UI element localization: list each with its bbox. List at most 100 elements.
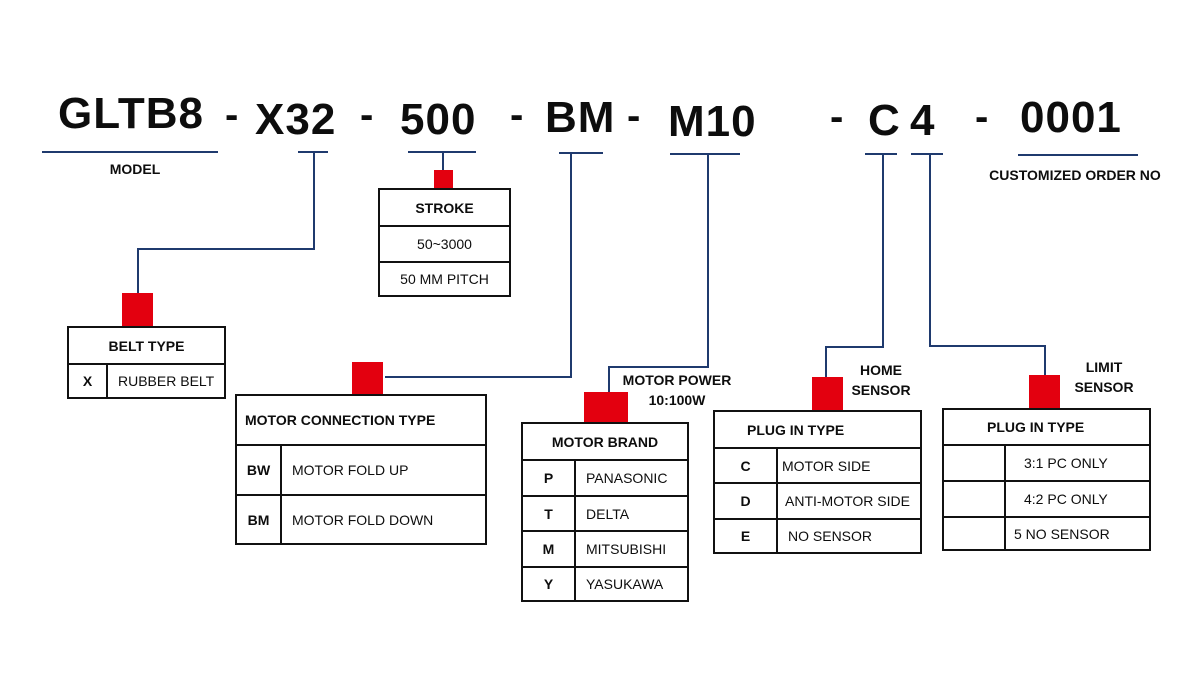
home-sensor-tbar	[865, 153, 897, 155]
stroke-table: STROKE 50~3000 50 MM PITCH	[378, 188, 511, 297]
table-row: 50~3000	[380, 225, 509, 261]
code-stroke: 500	[400, 95, 477, 144]
separator: -	[975, 95, 989, 139]
brand-code: Y	[523, 568, 576, 600]
brand-desc: MITSUBISHI	[586, 541, 667, 557]
connector-home-sensor	[825, 346, 827, 378]
marker-stroke	[434, 170, 453, 189]
connector-home-sensor	[882, 154, 884, 348]
power-tbar	[670, 153, 740, 155]
motor-power-range: 10:100W	[648, 392, 706, 408]
connector-belt	[137, 248, 139, 294]
home-sensor-label-line: HOME	[860, 362, 902, 378]
limit-sensor-tbar	[911, 153, 943, 155]
separator: -	[225, 93, 239, 137]
connector-stroke	[442, 152, 444, 172]
code-order-no: 0001	[1020, 93, 1122, 142]
connection-code: BM	[237, 496, 282, 543]
table-row: 5 NO SENSOR	[944, 516, 1149, 549]
stroke-range: 50~3000	[417, 236, 472, 252]
connection-code: BW	[237, 446, 282, 494]
stroke-pitch: 50 MM PITCH	[400, 271, 489, 287]
connector-power	[707, 154, 709, 368]
belt-type-table: BELT TYPE X RUBBER BELT	[67, 326, 226, 399]
home-plug-desc: NO SENSOR	[788, 528, 873, 544]
code-power: M10	[668, 97, 757, 146]
table-row: BM MOTOR FOLD DOWN	[237, 494, 485, 543]
order-no-label: CUSTOMIZED ORDER NO	[989, 167, 1161, 183]
belt-type-title: BELT TYPE	[108, 337, 185, 354]
motor-connection-table: MOTOR CONNECTION TYPE BW MOTOR FOLD UP B…	[235, 394, 487, 545]
table-row: BW MOTOR FOLD UP	[237, 444, 485, 494]
home-sensor-label: HOME SENSOR	[845, 360, 917, 400]
home-plug-title: PLUG IN TYPE	[747, 421, 845, 438]
separator: -	[360, 93, 374, 137]
connector-limit-sensor	[929, 345, 1046, 347]
brand-code: T	[523, 497, 576, 530]
limit-plug-title: PLUG IN TYPE	[987, 419, 1085, 435]
limit-plug-code	[944, 518, 1006, 549]
table-row: D ANTI-MOTOR SIDE	[715, 482, 920, 518]
separator: -	[510, 93, 524, 137]
motor-power-label: MOTOR POWER 10:100W	[612, 370, 742, 410]
model-underline	[42, 151, 218, 153]
code-model: GLTB8	[58, 89, 204, 138]
home-plug-code: E	[715, 520, 778, 552]
home-plug-desc: ANTI-MOTOR SIDE	[785, 493, 910, 509]
table-row: 50 MM PITCH	[380, 261, 509, 295]
belt-desc: RUBBER BELT	[118, 373, 215, 389]
limit-sensor-label: LIMIT SENSOR	[1068, 357, 1140, 397]
marker-belt	[122, 293, 153, 326]
separator: -	[830, 95, 844, 139]
model-label: MODEL	[109, 161, 161, 177]
table-row: T DELTA	[523, 495, 687, 530]
limit-sensor-label-line: SENSOR	[1074, 379, 1134, 395]
home-plug-code: D	[715, 484, 778, 518]
marker-home-sensor	[812, 377, 843, 410]
code-home-sensor: C	[868, 96, 901, 145]
table-row: 3:1 PC ONLY	[944, 444, 1149, 480]
table-row: M MITSUBISHI	[523, 530, 687, 566]
separator: -	[627, 94, 641, 138]
limit-plug-desc: 5 NO SENSOR	[1014, 525, 1110, 542]
marker-power	[584, 392, 628, 422]
connector-belt	[137, 248, 315, 250]
code-belt: X32	[255, 95, 337, 144]
limit-plug-code	[944, 446, 1006, 480]
motor-brand-title: MOTOR BRAND	[551, 433, 659, 450]
motor-brand-table: MOTOR BRAND P PANASONIC T DELTA M MITSUB…	[521, 422, 689, 602]
marker-limit-sensor	[1029, 375, 1060, 408]
brand-code: M	[523, 532, 576, 566]
motor-power-title: MOTOR POWER	[622, 372, 732, 388]
brand-desc: YASUKAWA	[586, 576, 664, 592]
limit-sensor-label-line: LIMIT	[1085, 359, 1123, 375]
code-limit-sensor: 4	[910, 96, 936, 145]
connector-home-sensor	[825, 346, 884, 348]
connection-desc: MOTOR FOLD UP	[292, 462, 409, 478]
marker-connection	[352, 362, 383, 395]
connector-belt	[313, 152, 315, 250]
connector-limit-sensor	[929, 154, 931, 347]
table-row: Y YASUKAWA	[523, 566, 687, 600]
home-plug-desc: MOTOR SIDE	[782, 457, 871, 474]
connector-limit-sensor	[1044, 345, 1046, 377]
brand-desc: PANASONIC	[586, 470, 668, 486]
connector-power	[608, 366, 610, 400]
brand-desc: DELTA	[586, 505, 630, 522]
table-row: X RUBBER BELT	[69, 363, 224, 397]
limit-plug-desc: 4:2 PC ONLY	[1024, 491, 1108, 507]
connection-desc: MOTOR FOLD DOWN	[292, 511, 434, 528]
belt-code: X	[69, 365, 108, 397]
table-row: 4:2 PC ONLY	[944, 480, 1149, 516]
connector-power	[608, 366, 709, 368]
limit-plug-code	[944, 482, 1006, 516]
home-plug-table: PLUG IN TYPE C MOTOR SIDE D ANTI-MOTOR S…	[713, 410, 922, 554]
connector-connection	[385, 376, 572, 378]
home-sensor-label-line: SENSOR	[851, 382, 911, 398]
limit-plug-desc: 3:1 PC ONLY	[1024, 455, 1108, 471]
stroke-table-title: STROKE	[415, 199, 474, 216]
table-row: P PANASONIC	[523, 459, 687, 495]
limit-plug-table: PLUG IN TYPE 3:1 PC ONLY 4:2 PC ONLY 5 N…	[942, 408, 1151, 551]
motor-connection-title: MOTOR CONNECTION TYPE	[245, 412, 436, 428]
order-no-underline	[1018, 154, 1138, 156]
